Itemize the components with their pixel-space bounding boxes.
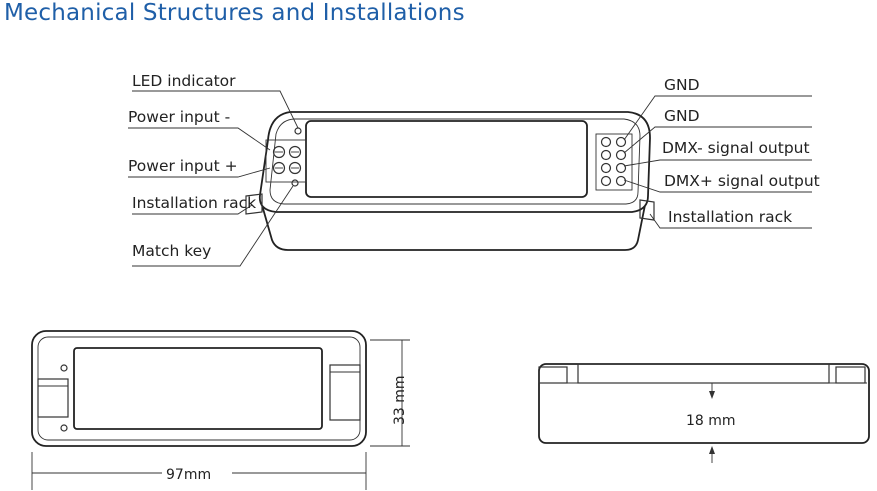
dimension-width-label: 33 mm: [392, 375, 408, 425]
side-view-window: [577, 363, 830, 384]
power-input-plus-screw: [272, 161, 302, 175]
callout-power-input-plus: Power input +: [128, 157, 238, 175]
top-view-rack-right: [329, 364, 361, 421]
power-input-minus-screw: [272, 145, 302, 159]
page-title: Mechanical Structures and Installations: [4, 0, 465, 26]
side-view-rack-right: [835, 366, 866, 384]
device-isometric-view: [245, 111, 655, 251]
dmx-terminal-screws: [600, 136, 627, 187]
callout-dmx-plus: DMX+ signal output: [664, 172, 820, 190]
left-leader-lines: [128, 90, 299, 267]
width-dimension: [370, 339, 410, 447]
device-top-view: [31, 330, 367, 447]
led-indicator-icon: [294, 127, 302, 135]
height-dimension: [709, 383, 715, 463]
callout-dmx-minus: DMX- signal output: [662, 139, 810, 157]
side-view-rack-left: [538, 366, 568, 384]
callout-installation-rack-right: Installation rack: [668, 208, 792, 226]
dimension-length-label: 97mm: [166, 467, 211, 483]
match-key-icon: [291, 179, 299, 187]
callout-match-key: Match key: [132, 242, 211, 260]
length-dimension: [31, 452, 367, 490]
top-view-led-icon: [60, 364, 68, 372]
label-window: [305, 120, 588, 198]
callout-led-indicator: LED indicator: [132, 72, 236, 90]
callout-installation-rack-left: Installation rack: [132, 194, 256, 212]
callout-power-input-minus: Power input -: [128, 108, 230, 126]
installation-rack-left: [245, 193, 263, 215]
right-terminal-block: [595, 133, 633, 191]
left-terminal-block: [265, 139, 307, 183]
callout-gnd-2: GND: [664, 107, 700, 125]
right-leader-lines: [623, 95, 812, 229]
device-side-view: [538, 363, 870, 444]
dimension-height-label: 18 mm: [686, 413, 736, 429]
top-view-key-icon: [60, 424, 68, 432]
top-view-label-window: [73, 347, 323, 430]
callout-gnd-1: GND: [664, 76, 700, 94]
top-view-rack-left: [37, 378, 69, 418]
